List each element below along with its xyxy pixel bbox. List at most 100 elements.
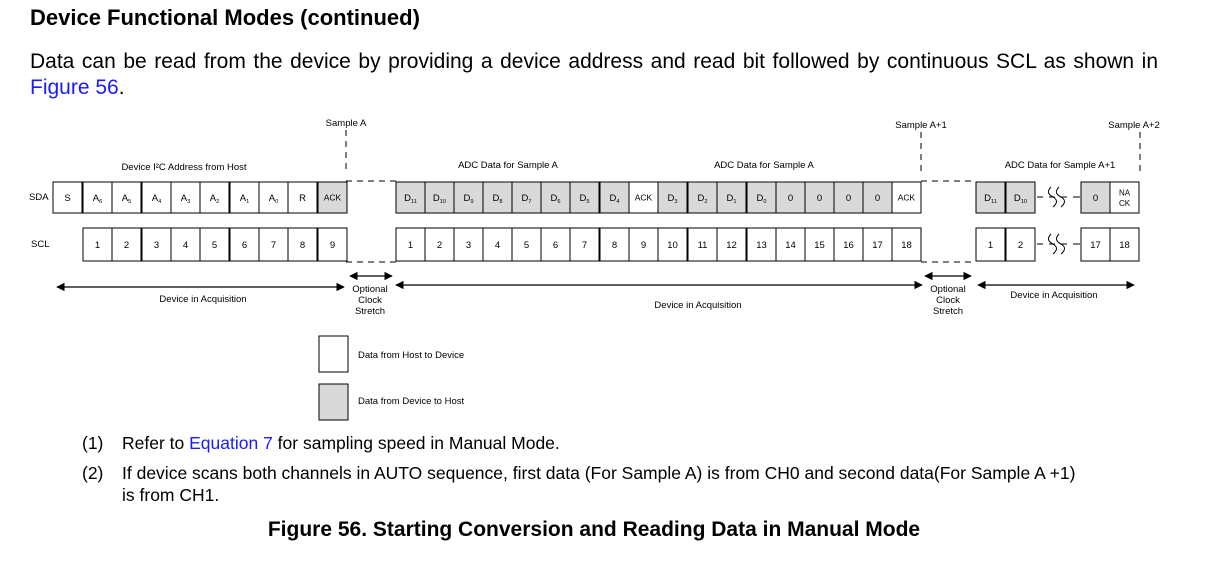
scl-cell-24: 15	[804, 227, 835, 262]
scl-cell-9: 9	[317, 227, 348, 262]
scl-cell-10: 1	[395, 227, 426, 262]
scl-cell-27: 18	[891, 227, 922, 262]
legend-host-label: Data from Host to Device	[358, 350, 464, 361]
scl-cell-4-text: 4	[183, 240, 188, 251]
scl-cell-5: 5	[199, 227, 230, 262]
scl-cell-12-text: 3	[466, 240, 471, 251]
scl-cell-13-text: 4	[495, 240, 500, 251]
scl-cell-11-text: 2	[437, 240, 442, 251]
note-2: (2) If device scans both channels in AUT…	[82, 462, 1082, 506]
scl-cell-22-text: 13	[756, 240, 767, 251]
stretch-label-1-line-1: Optional	[352, 284, 387, 295]
scl-cell-20: 11	[687, 227, 718, 262]
sda-line-label: SDA	[29, 192, 49, 203]
sda-cell-9: R	[287, 181, 318, 214]
scl-cell-2-text: 2	[124, 240, 129, 251]
scl-cell-30-text: 17	[1090, 240, 1101, 251]
sda-break-symbol	[1037, 186, 1080, 208]
sda-cell-5-text: A3	[181, 193, 191, 205]
sda-cell-32-text-1: NA	[1119, 189, 1131, 198]
equation-link[interactable]: Equation 7	[189, 433, 273, 453]
scl-cell-21-text: 12	[726, 240, 737, 251]
scl-cell-20-text: 11	[698, 240, 708, 251]
scl-cell-22: 13	[746, 227, 777, 262]
scl-cell-25-text: 16	[843, 240, 854, 251]
sample-a1-label: Sample A+1	[895, 120, 947, 131]
note-2-text: If device scans both channels in AUTO se…	[122, 463, 1076, 505]
scl-cell-23: 14	[775, 227, 806, 262]
scl-cell-25: 16	[833, 227, 864, 262]
sda-cell-27-text: 0	[875, 193, 880, 204]
scl-cell-16: 7	[569, 227, 600, 262]
sda-cell-14-text: D8	[492, 193, 502, 205]
figure-notes: (1) Refer to Equation 7 for sampling spe…	[82, 432, 1082, 514]
scl-cell-14: 5	[511, 227, 542, 262]
sda-cell-22-text: D1	[726, 193, 736, 205]
scl-cell-27-text: 18	[901, 240, 912, 251]
scl-cell-2: 2	[111, 227, 142, 262]
stretch-label-2-line-2: Clock	[936, 295, 960, 306]
intro-text: Data can be read from the device by prov…	[30, 50, 1158, 73]
section-heading: Device Functional Modes (continued)	[30, 5, 420, 30]
scl-cell-29: 2	[1005, 227, 1036, 262]
legend-host-swatch	[318, 335, 349, 373]
sda-cell-28-text: ACK	[898, 192, 916, 202]
sda-cell-13-text: D9	[463, 193, 473, 205]
sda-cell-10-text: ACK	[324, 192, 342, 202]
figure-link[interactable]: Figure 56	[30, 76, 119, 99]
sda-cell-20-text: D3	[667, 193, 677, 205]
sda-cell-2-text: A6	[93, 193, 103, 205]
sda-cell-22: D1	[716, 181, 747, 214]
note-1-end: for sampling speed in Manual Mode.	[272, 433, 560, 453]
sda-cell-18-text: D4	[609, 193, 619, 205]
phase-label-3: Device in Acquisition	[1010, 290, 1097, 301]
scl-cell-31: 18	[1109, 227, 1140, 262]
sda-cell-21-text: D2	[697, 193, 707, 205]
sda-cell-12: D10	[424, 181, 455, 214]
sda-cell-23-text: D0	[756, 193, 766, 205]
sda-cell-13: D9	[453, 181, 484, 214]
sda-cell-20: D3	[657, 181, 688, 214]
sda-cell-24-text: 0	[788, 193, 793, 204]
scl-cell-10-text: 1	[408, 240, 413, 251]
scl-cell-18-text: 9	[641, 240, 646, 251]
scl-cell-17: 8	[599, 227, 630, 262]
scl-cell-6: 6	[229, 227, 260, 262]
sda-cell-8: A0	[258, 181, 289, 214]
scl-cell-9-text: 9	[330, 240, 335, 251]
scl-cell-21: 12	[716, 227, 747, 262]
legend-device-swatch	[318, 383, 349, 421]
sda-cell-15-text: D7	[521, 193, 531, 205]
sda-cell-25: 0	[804, 181, 835, 214]
stretch-label-2-line-1: Optional	[930, 284, 965, 295]
scl-cell-7-text: 7	[271, 240, 276, 251]
sda-cell-19-text: ACK	[635, 192, 653, 202]
sda-cell-7-text: A1	[240, 193, 250, 205]
legend-device-label: Data from Device to Host	[358, 396, 464, 407]
sda-cell-25-text: 0	[817, 193, 822, 204]
note-2-number: (2)	[82, 463, 104, 483]
group-label-adc-lsb: ADC Data for Sample A	[714, 160, 814, 171]
sda-cell-4-text: A4	[152, 193, 162, 205]
sda-cell-27: 0	[862, 181, 893, 214]
stretch-label-1-line-3: Stretch	[355, 306, 385, 317]
scl-cell-16-text: 7	[582, 240, 587, 251]
scl-cell-8-text: 8	[300, 240, 305, 251]
sda-cell-15: D7	[511, 181, 542, 214]
sda-cell-3: A5	[111, 181, 142, 214]
sda-cell-8-text: A0	[269, 193, 279, 205]
sda-cell-4: A4	[141, 181, 172, 214]
scl-line-label: SCL	[31, 239, 49, 250]
scl-cell-28-text: 1	[988, 240, 993, 251]
sda-cell-17-text: D5	[579, 193, 589, 205]
timing-diagram: Sample A Sample A+1 Sample A+2 Device I²…	[29, 118, 1160, 421]
scl-cell-17-text: 8	[612, 240, 617, 251]
sda-cell-32-text-2: CK	[1119, 199, 1131, 208]
intro-paragraph: Data can be read from the device by prov…	[30, 49, 1158, 101]
phase-label-1: Device in Acquisition	[159, 294, 246, 305]
scl-cell-30: 17	[1080, 227, 1111, 262]
note-1-text: Refer to	[122, 433, 190, 453]
scl-cell-24-text: 15	[814, 240, 825, 251]
